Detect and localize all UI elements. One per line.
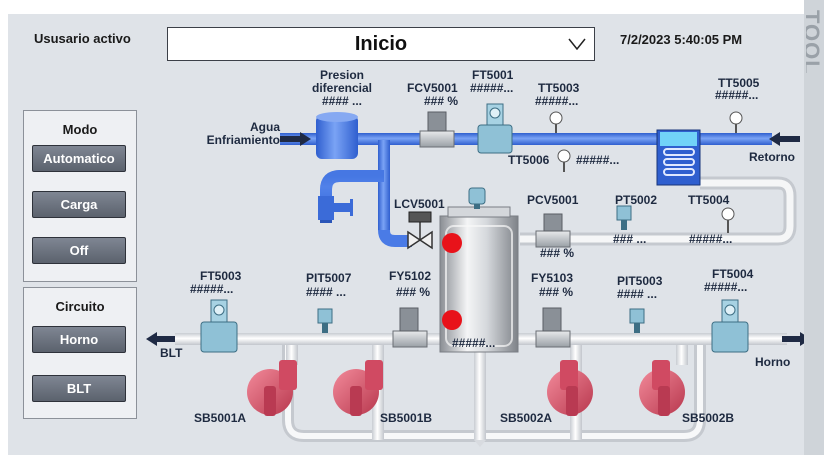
pump-sb5001a xyxy=(247,360,297,416)
agua-enfriamiento-label: Agua Enfriamiento xyxy=(206,120,280,147)
valve-fy5103 xyxy=(535,307,571,348)
valve-lcv5001 xyxy=(407,211,433,250)
temp-sensor-tt5004 xyxy=(721,207,735,233)
screen-selector-value: Inicio xyxy=(354,33,408,55)
tt5005-value: #####... xyxy=(715,88,759,102)
right-edge-panel xyxy=(804,0,824,455)
datetime-display: 7/2/2023 5:40:05 PM xyxy=(620,32,743,47)
pump-sb5002b xyxy=(639,360,685,416)
chevron-down-icon xyxy=(568,38,586,50)
pump-sb5001b xyxy=(333,360,383,416)
circuit-horno-button[interactable]: Horno xyxy=(32,326,126,353)
ft5001-name: FT5001 xyxy=(472,68,514,82)
pressure-transmitter-pit5003 xyxy=(629,308,645,333)
mode-panel-title: Modo xyxy=(62,122,98,137)
ft5004-value: #####... xyxy=(704,280,748,294)
pump-sb5001b-label: SB5001B xyxy=(380,411,433,425)
tt5003-top-name: TT5003 xyxy=(538,81,580,95)
pt5002-name: PT5002 xyxy=(615,193,658,207)
pcv5001-value: ### % xyxy=(540,246,575,260)
pump-sb5001a-label: SB5001A xyxy=(194,411,247,425)
tt5006-value: #####... xyxy=(576,153,620,167)
blt-outlet-arrow xyxy=(146,332,175,346)
pit5007-value: #### ... xyxy=(306,285,347,299)
fy5103-name: FY5103 xyxy=(531,271,574,285)
tank-level-value: #####... xyxy=(452,336,496,350)
flow-transmitter-ft5001 xyxy=(477,103,513,154)
level-transmitter-icon xyxy=(468,187,486,209)
mode-carga-button[interactable]: Carga xyxy=(32,191,126,218)
temp-sensor-tt5006 xyxy=(557,149,571,172)
mode-panel: Modo Automatico Carga Off xyxy=(23,110,137,282)
circuit-blt-button[interactable]: BLT xyxy=(32,375,126,402)
pressure-transmitter-pt5002 xyxy=(616,205,632,230)
tt5005-name: TT5005 xyxy=(718,76,760,90)
screen-selector[interactable]: Inicio xyxy=(167,27,595,61)
mode-off-button[interactable]: Off xyxy=(32,237,126,264)
right-edge-label: TOOL xyxy=(806,10,824,75)
tt5004-name: TT5004 xyxy=(688,193,730,207)
ft5004-name: FT5004 xyxy=(712,267,754,281)
active-user-label: Ususario activo xyxy=(34,31,131,46)
pump-sb5002b-label: SB5002B xyxy=(682,411,735,425)
tt5004-value: #####... xyxy=(689,232,733,246)
flow-transmitter-ft5003 xyxy=(200,299,238,353)
valve-fy5102 xyxy=(392,307,428,348)
pressure-vessel xyxy=(316,112,358,159)
high-level-indicator xyxy=(442,233,462,253)
lcv5001-name: LCV5001 xyxy=(394,197,445,211)
pit5003-value: #### ... xyxy=(617,287,658,301)
tt5003-top-value: #####... xyxy=(535,94,579,108)
fcv5001-name: FCV5001 xyxy=(407,81,458,95)
horno-label: Horno xyxy=(755,355,791,369)
ft5003-name: FT5003 xyxy=(200,269,242,283)
pressure-transmitter-pit5007 xyxy=(317,308,333,333)
flow-transmitter-ft5004 xyxy=(711,299,749,353)
return-arrow xyxy=(769,132,800,146)
pump-sb5002a-label: SB5002A xyxy=(500,411,553,425)
pcv5001-name: PCV5001 xyxy=(527,193,579,207)
valve-fcv5001 xyxy=(419,111,455,148)
circuit-panel: Circuito Horno BLT xyxy=(23,287,137,419)
fy5102-name: FY5102 xyxy=(389,269,432,283)
tt5006-name: TT5006 xyxy=(508,153,550,167)
pit5003-name: PIT5003 xyxy=(617,274,663,288)
pump-sb5002a xyxy=(547,360,593,416)
pt5002-value: ### ... xyxy=(613,232,647,246)
low-level-indicator xyxy=(442,310,462,330)
mode-automatico-button[interactable]: Automatico xyxy=(32,145,126,172)
valve-pcv5001 xyxy=(535,213,571,248)
presion-diferencial-value: #### ... xyxy=(321,94,363,108)
ft5001-value: #####... xyxy=(470,81,514,95)
pit5007-name: PIT5007 xyxy=(306,271,352,285)
heat-exchanger xyxy=(656,129,701,186)
ft5003-value: #####... xyxy=(190,282,234,296)
retorno-label: Retorno xyxy=(749,150,795,164)
circuit-panel-title: Circuito xyxy=(55,299,105,314)
fy5103-value: ### % xyxy=(539,285,574,299)
temp-sensor-tt5005 xyxy=(729,111,743,133)
presion-diferencial-name: Presion diferencial xyxy=(311,68,373,95)
storage-tank xyxy=(439,206,519,353)
fcv5001-value: ### % xyxy=(424,94,459,108)
water-inlet-arrow xyxy=(280,132,311,146)
temp-sensor-tt5003 xyxy=(549,111,563,133)
blt-label: BLT xyxy=(160,346,183,360)
fy5102-value: ### % xyxy=(396,285,431,299)
